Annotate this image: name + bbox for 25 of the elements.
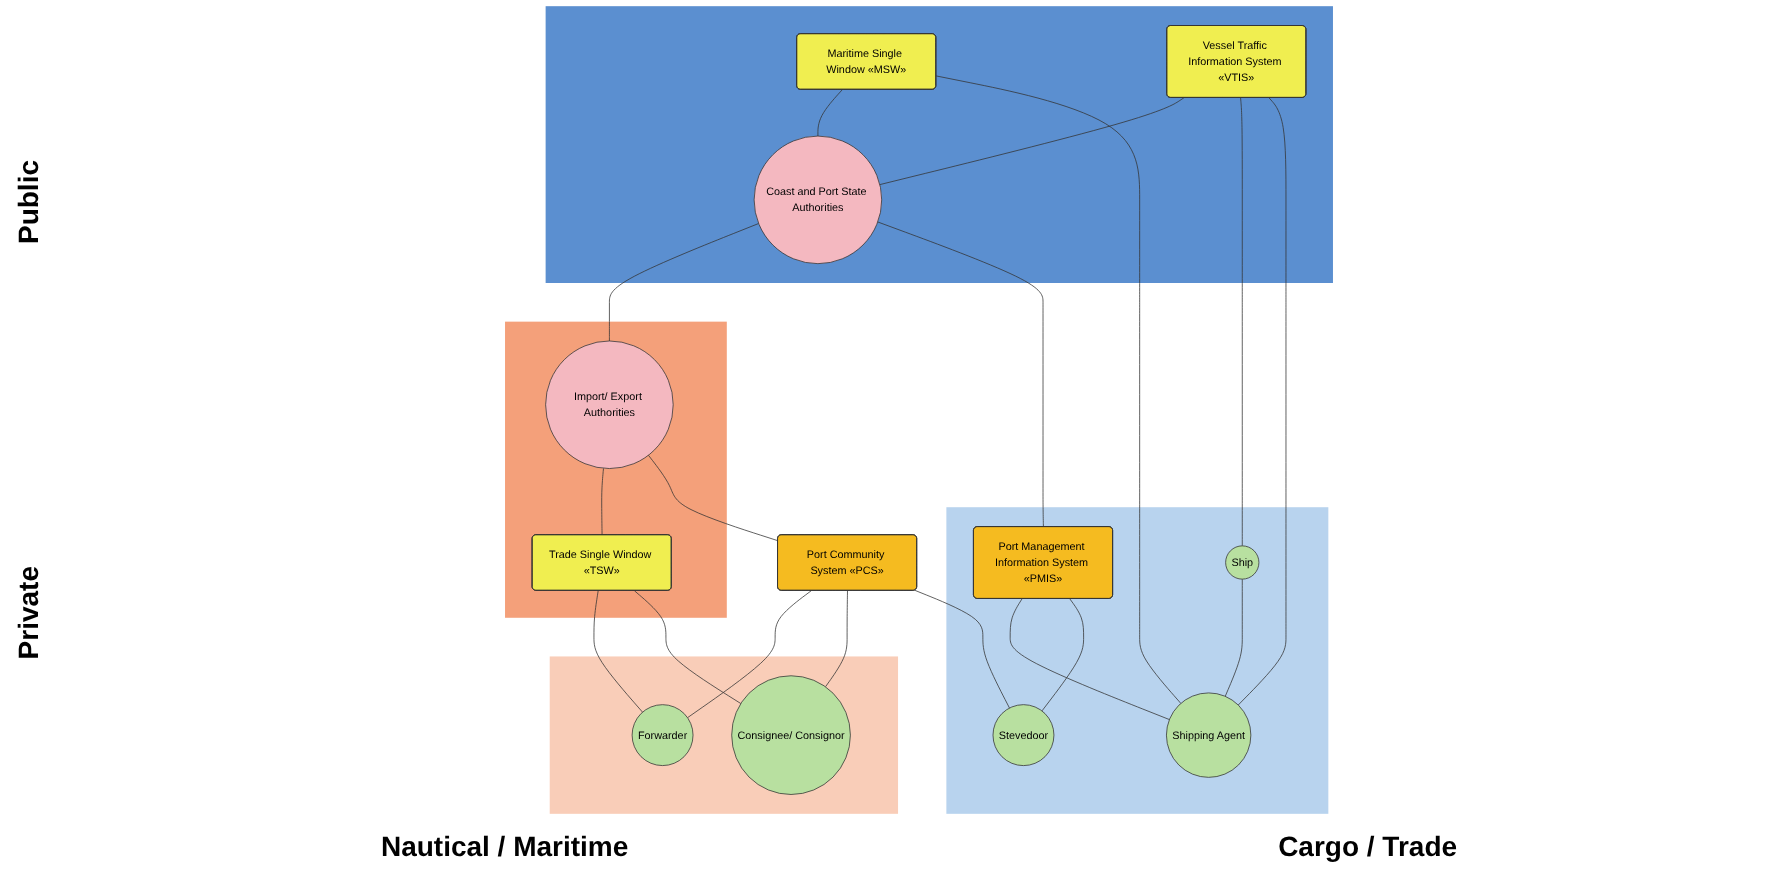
cluster bbox=[505, 321, 727, 618]
cluster bbox=[549, 656, 899, 814]
axis-label: Nautical / Maritime bbox=[380, 830, 629, 862]
connector bbox=[648, 454, 779, 542]
connector bbox=[825, 590, 848, 688]
connector bbox=[609, 223, 760, 342]
connector bbox=[687, 590, 812, 719]
connector bbox=[1041, 598, 1084, 712]
connector bbox=[593, 590, 643, 713]
connector bbox=[1224, 578, 1243, 697]
connector bbox=[817, 89, 843, 137]
connector bbox=[601, 467, 604, 536]
cluster bbox=[946, 507, 1329, 814]
connector bbox=[634, 590, 742, 704]
connector bbox=[1237, 97, 1287, 706]
cluster bbox=[545, 6, 1333, 283]
connector bbox=[1009, 598, 1170, 720]
axis-label: Private bbox=[12, 565, 44, 660]
axis-label: Cargo / Trade bbox=[1278, 830, 1458, 862]
connector bbox=[877, 221, 1044, 528]
connector bbox=[1240, 97, 1243, 547]
connector bbox=[935, 75, 1182, 704]
connector bbox=[879, 97, 1185, 185]
axis-label: Public bbox=[12, 160, 44, 245]
connector bbox=[914, 589, 1010, 709]
